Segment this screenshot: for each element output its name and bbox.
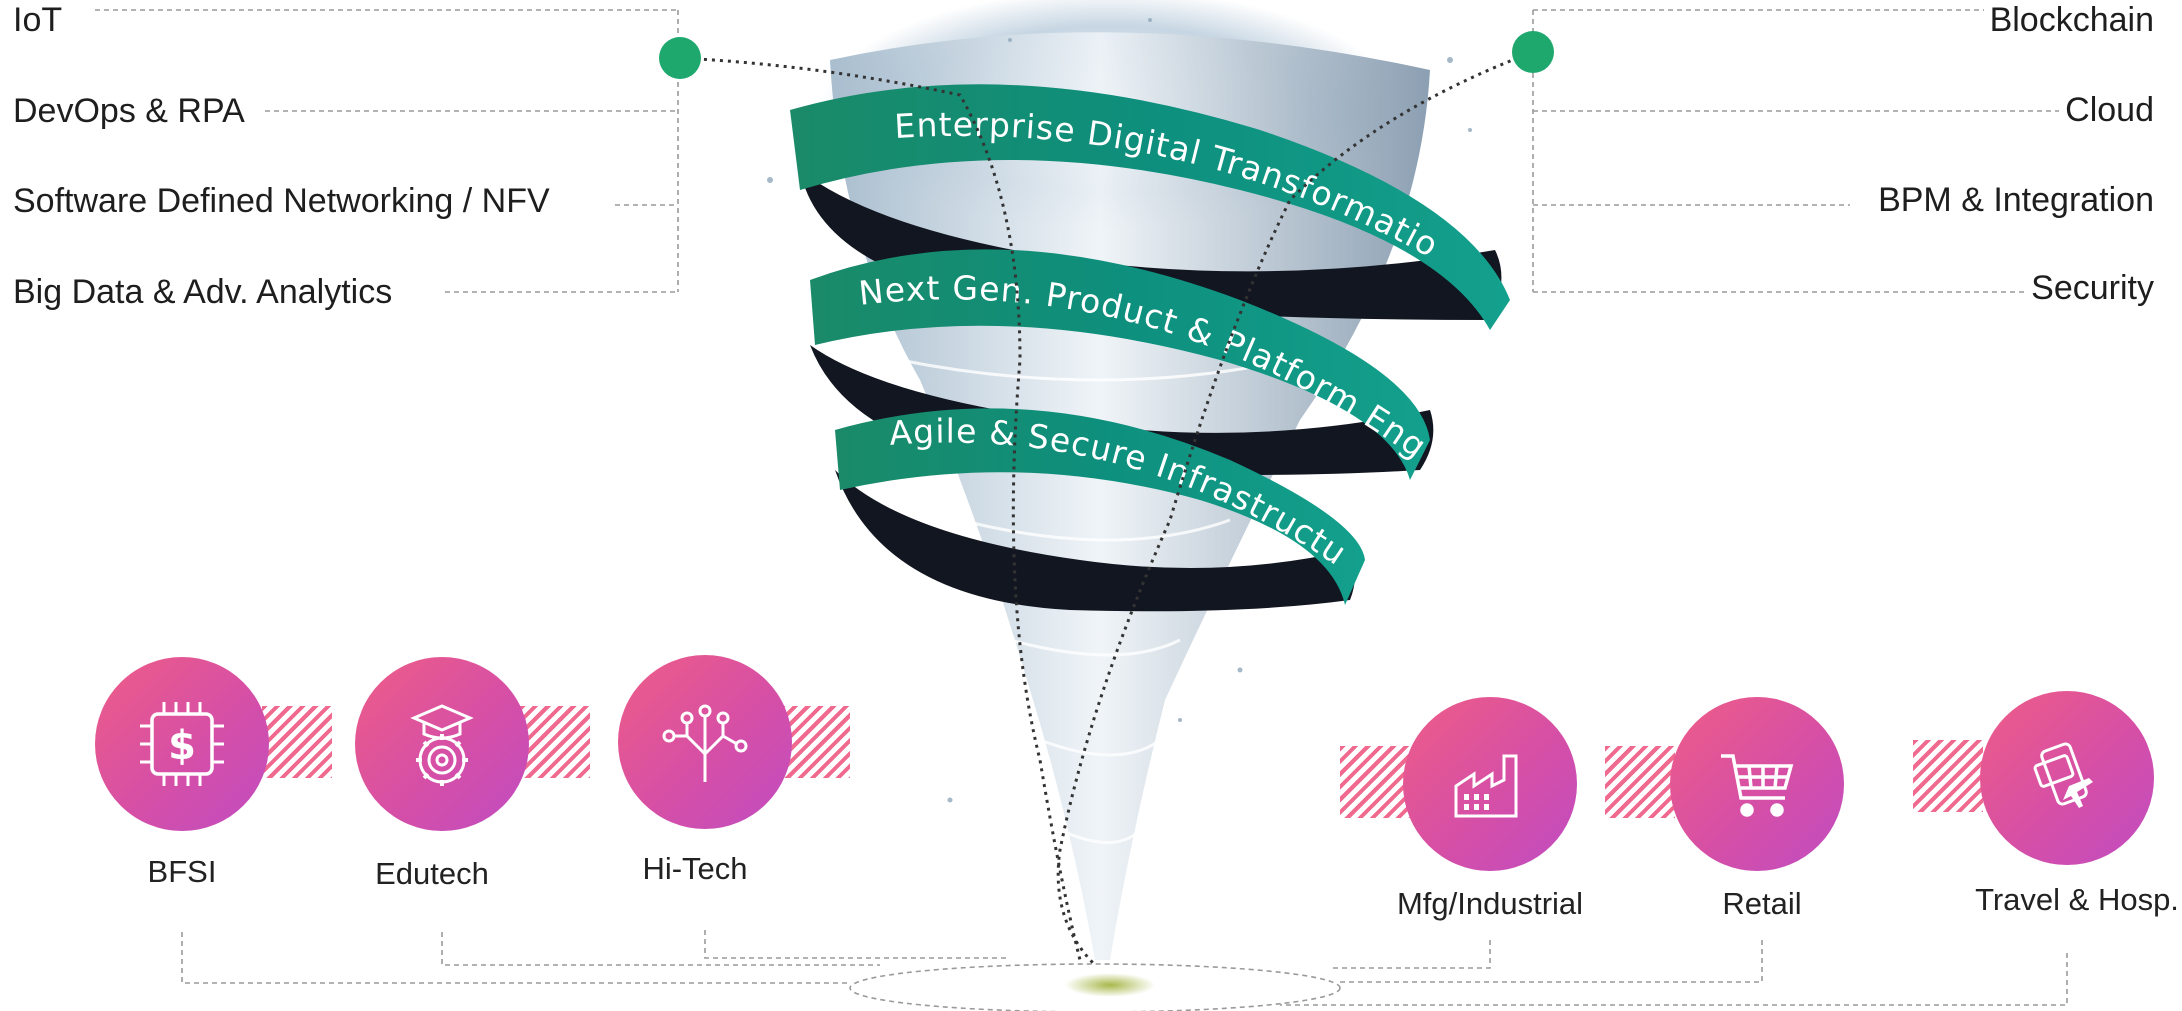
- industry-connectors: [181, 930, 2068, 1011]
- left-tech-connectors: [95, 9, 679, 293]
- hatch-stripe-edutech: [520, 706, 590, 778]
- industry-circle-travel: [1980, 691, 2154, 865]
- industry-circle-bfsi: $: [95, 657, 269, 831]
- industry-label-mfg: Mfg/Industrial: [1396, 886, 1584, 921]
- tech-label-blockchain: Blockchain: [1983, 0, 2160, 40]
- industry-circle-retail: [1670, 697, 1844, 871]
- shopping-cart-icon: [1721, 754, 1794, 817]
- factory-icon: [1454, 754, 1518, 818]
- industry-label-bfsi: BFSI: [147, 854, 217, 889]
- band-enterprise-digital-transformation: [790, 84, 1510, 331]
- industry-circle-edutech: [355, 657, 529, 831]
- industry-label-hitech: Hi-Tech: [642, 851, 748, 886]
- industry-label-travel: Travel & Hosp.: [1975, 882, 2179, 917]
- tech-label-bpm-integration: BPM & Integration: [1872, 180, 2160, 220]
- tech-label-iot: IoT: [7, 0, 69, 40]
- tech-label-devops-rpa: DevOps & RPA: [7, 91, 251, 131]
- tech-label-security: Security: [2025, 268, 2160, 308]
- tech-label-big-data: Big Data & Adv. Analytics: [7, 272, 399, 312]
- industry-label-edutech: Edutech: [375, 856, 489, 891]
- circuit-tree-icon: [662, 704, 748, 782]
- hatch-stripe-mfg: [1340, 746, 1410, 818]
- right-tech-connectors: [1532, 9, 2070, 293]
- industry-label-retail: Retail: [1722, 886, 1802, 921]
- band-agile-secure: [835, 408, 1365, 605]
- dollar-chip-icon: $: [140, 702, 224, 786]
- graduation-gear-icon: [410, 704, 474, 786]
- industry-circle-mfg: [1403, 697, 1577, 871]
- dotted-wires: [679, 50, 1534, 967]
- right-node: [1512, 31, 1554, 73]
- mobile-ticket-plane-icon: [2033, 742, 2093, 808]
- hatch-stripe-bfsi: [262, 706, 332, 778]
- tech-label-cloud: Cloud: [2059, 90, 2160, 130]
- svg-text:$: $: [168, 723, 196, 769]
- hatch-stripe-retail: [1605, 746, 1675, 818]
- left-node: [659, 37, 701, 79]
- industry-circle-hitech: [618, 655, 792, 829]
- base-ellipse: [849, 963, 1341, 1011]
- band-next-gen-product: [810, 249, 1430, 480]
- hatch-stripe-travel: [1913, 740, 1983, 812]
- tech-label-sdn-nfv: Software Defined Networking / NFV: [7, 181, 556, 221]
